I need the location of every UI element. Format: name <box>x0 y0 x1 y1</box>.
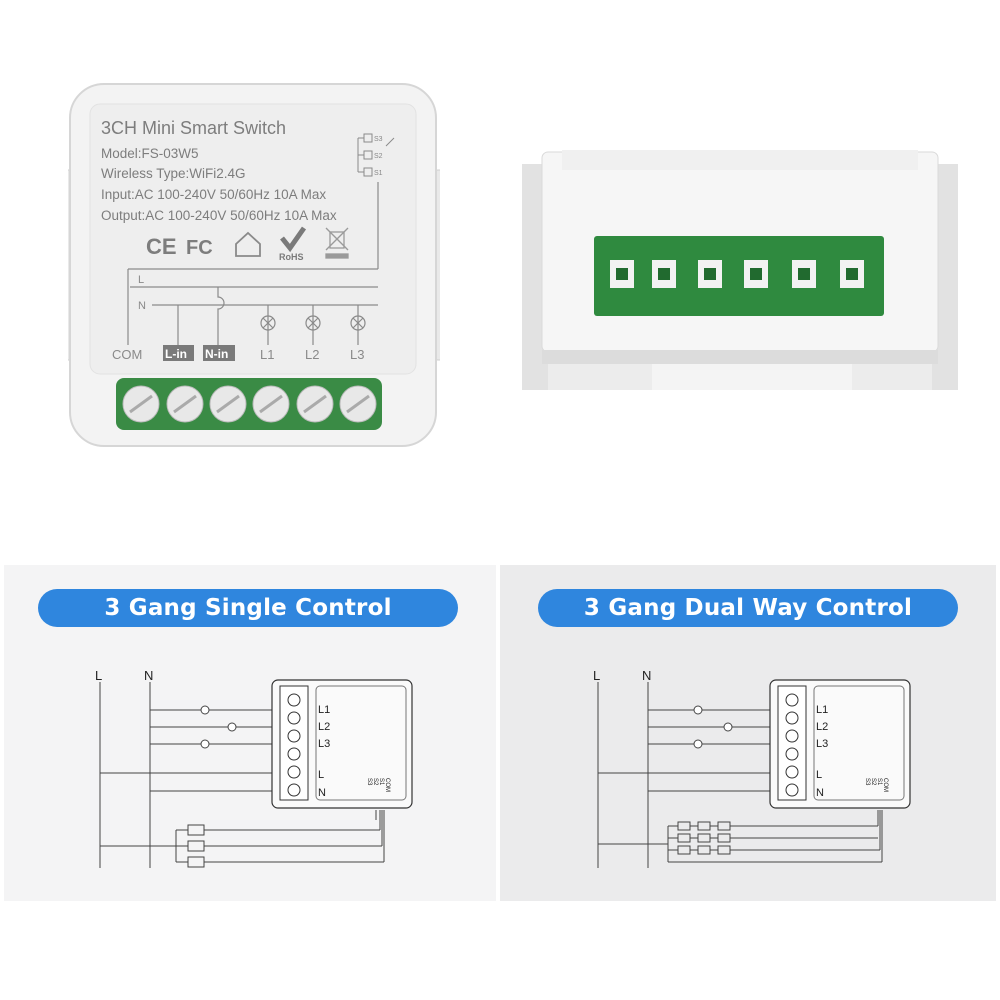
rohs-icon: RoHS <box>279 226 307 262</box>
switch-inputs-diagram <box>357 133 395 177</box>
dual-switch-s3: S3 <box>864 778 870 786</box>
wiring-l-label: L <box>138 274 144 286</box>
device-wireless: Wireless Type:WiFi2.4G <box>101 166 246 181</box>
terminal-label-l2: L2 <box>305 347 319 362</box>
wiring-diagram-dual: L N L1 L2 L3 L N COM S1 S2 S3 <box>593 668 911 868</box>
dual-switch-s2: S2 <box>870 778 876 786</box>
terminal-label-l1: L1 <box>260 347 274 362</box>
single-module-l1: L1 <box>318 704 330 716</box>
single-module-l2: L2 <box>318 721 330 733</box>
dual-module-l2: L2 <box>816 721 828 733</box>
single-mains-l: L <box>95 668 102 683</box>
s2-label: S2 <box>374 153 383 160</box>
device-side-view <box>522 150 958 390</box>
module-single <box>271 679 413 809</box>
single-switch-s1: S1 <box>378 778 384 786</box>
section-title-single-control: 3 Gang Single Control <box>38 589 458 627</box>
terminal-label-com: COM <box>112 347 142 362</box>
home-icon <box>235 231 261 257</box>
s1-label: S1 <box>374 170 383 177</box>
terminal-label-n-in: N-in <box>205 347 228 361</box>
section-title-dual-way-control: 3 Gang Dual Way Control <box>538 589 958 627</box>
dual-mains-l: L <box>593 668 600 683</box>
dual-module-l3: L3 <box>816 738 828 750</box>
device-model: Model:FS-03W5 <box>101 146 199 161</box>
single-module-n: N <box>318 787 326 799</box>
dual-module-l: L <box>816 769 822 781</box>
wiring-graphic <box>127 182 379 345</box>
device-title: 3CH Mini Smart Switch <box>101 118 286 138</box>
dual-switch-com: COM <box>882 778 888 792</box>
module-dual <box>769 679 911 809</box>
device-front-view: 3CH Mini Smart Switch Model:FS-03W5 Wire… <box>68 83 440 447</box>
dual-module-n: N <box>816 787 824 799</box>
dual-mains-n: N <box>642 668 651 683</box>
ce-mark: CE <box>146 234 177 259</box>
terminal-label-l3: L3 <box>350 347 364 362</box>
single-switch-s2: S2 <box>372 778 378 786</box>
svg-text:RoHS: RoHS <box>279 252 304 262</box>
wiring-n-label: N <box>138 300 146 312</box>
device-input: Input:AC 100-240V 50/60Hz 10A Max <box>101 187 326 202</box>
s3-label: S3 <box>374 136 383 143</box>
fc-mark: FC <box>186 237 213 259</box>
device-output: Output:AC 100-240V 50/60Hz 10A Max <box>101 208 337 223</box>
single-switch-com: COM <box>384 778 390 792</box>
wiring-diagram-single: L N L1 L2 L3 L N COM S1 S2 S3 <box>95 668 413 868</box>
side-terminal-block <box>594 236 884 316</box>
single-mains-n: N <box>144 668 153 683</box>
weee-bin-icon <box>325 227 349 259</box>
single-module-l: L <box>318 769 324 781</box>
terminal-block <box>116 378 382 430</box>
single-switch-s3: S3 <box>366 778 372 786</box>
dual-switch-s1: S1 <box>876 778 882 786</box>
single-module-l3: L3 <box>318 738 330 750</box>
dual-module-l1: L1 <box>816 704 828 716</box>
terminal-label-l-in: L-in <box>165 347 187 361</box>
